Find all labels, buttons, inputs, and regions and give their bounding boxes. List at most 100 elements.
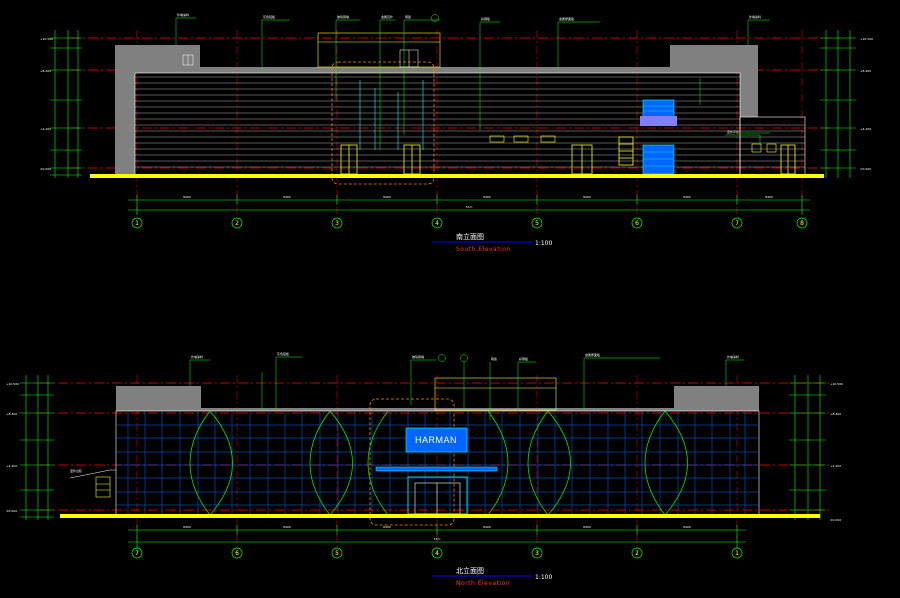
south-ground-line [90,174,824,178]
svg-text:±0.000: ±0.000 [830,518,841,522]
svg-text:+10.500: +10.500 [860,37,873,41]
svg-text:±0.000: ±0.000 [860,167,871,171]
north-entrance [407,476,468,515]
north-axis-label-3: 3 [535,550,539,557]
svg-text:灰色铝板: 灰色铝板 [277,351,289,356]
south-level-tags: +10.500 +8.400 +4.200 ±0.000 +10.500 +8.… [40,37,873,171]
north-building: HARMAN [60,377,820,526]
south-axis-label-1: 1 [135,220,139,227]
north-axis-bubbles [131,547,743,559]
south-small-windows [489,135,777,153]
south-axis-bubbles [131,217,808,229]
north-level-tags: +10.500 +8.400 +4.200 ±0.000 +10.500 +8.… [6,382,843,522]
south-span-5: 8400 [583,195,591,199]
north-scale: 1:100 [535,574,552,581]
north-curtain-columns [127,411,746,515]
svg-text:+8.400: +8.400 [6,412,17,416]
north-axis-labels: 7 6 5 4 3 2 1 [135,550,739,557]
north-logo-text: HARMAN [415,435,457,445]
south-window-lower [642,144,675,175]
south-span-labels: 8400 8400 8400 8400 8400 8400 8400 57m [183,195,773,209]
north-right-dimension [789,375,826,520]
svg-text:金属屋面板: 金属屋面板 [585,352,600,357]
south-subtitle: South Elevation [456,246,511,253]
south-title: 南立面图 [456,232,484,241]
south-doors [340,136,796,175]
svg-text:外墙涂料: 外墙涂料 [727,354,739,359]
svg-text:玻璃幕墙: 玻璃幕墙 [412,354,424,359]
svg-text:+4.200: +4.200 [40,127,51,131]
south-panel-verticals [359,80,424,150]
north-span-5: 8400 [583,525,591,529]
north-canopy [375,466,498,472]
north-title: 北立面图 [456,566,484,575]
south-window-upper [642,99,675,118]
south-axis-label-5: 5 [535,220,539,227]
south-axis-label-7: 7 [735,220,739,227]
svg-text:外墙涂料: 外墙涂料 [191,354,203,359]
svg-text:外墙涂料: 外墙涂料 [749,14,761,19]
south-span-1: 8400 [183,195,191,199]
north-span-1: 8400 [183,525,191,529]
svg-text:+4.200: +4.200 [860,127,871,131]
svg-text:+4.200: +4.200 [830,464,841,468]
north-span-2: 8400 [283,525,291,529]
svg-text:+10.500: +10.500 [40,37,53,41]
north-axis-label-2: 2 [635,550,639,557]
south-axis-labels: 1 2 3 4 5 6 7 8 [135,220,804,227]
south-title-block: 南立面图 South Elevation 1:100 [432,232,552,253]
north-left-dimension [20,375,54,520]
svg-text:玻璃幕墙: 玻璃幕墙 [337,14,349,19]
north-axis-label-4: 4 [435,550,439,557]
south-callout-text: 外墙涂料 灰色铝板 玻璃幕墙 金属百叶 雨篷 彩钢板 金属屋面板 外墙涂料 室外… [177,12,761,134]
north-span-4: 8400 [483,525,491,529]
north-overall-dim: 57m [434,537,441,541]
south-span-4: 8400 [483,195,491,199]
south-left-dimension [50,30,82,178]
south-axis-label-6: 6 [635,220,639,227]
svg-text:+8.400: +8.400 [860,69,871,73]
svg-text:外墙涂料: 外墙涂料 [177,12,189,17]
south-bottom-dimension [128,195,810,215]
north-axis-label-6: 6 [235,550,239,557]
south-span-3: 8400 [383,195,391,199]
south-overall-dim: 57m [466,205,473,209]
svg-text:+8.400: +8.400 [830,412,841,416]
south-callouts [175,14,770,150]
svg-text:+10.500: +10.500 [6,382,19,386]
svg-text:雨篷: 雨篷 [491,356,497,361]
north-span-6: 8400 [683,525,691,529]
svg-text:室外平台: 室外平台 [727,129,739,134]
south-axis-label-8: 8 [800,220,804,227]
north-callout-text: 外墙涂料 灰色铝板 玻璃幕墙 雨篷 彩钢板 金属屋面板 外墙涂料 室外台阶 [70,351,739,473]
svg-text:±0.000: ±0.000 [40,167,51,171]
north-span-labels: 8400 8400 8400 8400 8400 8400 57m [183,525,691,541]
north-span-3: 8400 [383,525,391,529]
north-arc-bands [189,410,688,516]
south-axis-label-3: 3 [335,220,339,227]
south-axis-label-2: 2 [235,220,239,227]
south-building [90,32,824,185]
south-siding-lines [135,76,805,168]
svg-text:±0.000: ±0.000 [6,509,17,513]
svg-text:+8.400: +8.400 [40,69,51,73]
north-subtitle: North Elevation [456,580,510,587]
svg-text:+4.200: +4.200 [6,464,17,468]
svg-text:彩钢板: 彩钢板 [519,356,528,361]
south-purple-band [640,116,677,126]
north-ground-line [60,514,820,518]
south-span-6: 8400 [683,195,691,199]
north-axis-label-7: 7 [135,550,139,557]
south-elevation: +10.500 +8.400 +4.200 ±0.000 +10.500 +8.… [40,12,873,253]
south-axis-lines [136,30,803,215]
north-elevation: +10.500 +8.400 +4.200 ±0.000 +10.500 +8.… [6,351,843,587]
north-bottom-dimension [128,525,746,548]
svg-text:彩钢板: 彩钢板 [481,16,490,21]
south-span-7: 8400 [765,195,773,199]
svg-text:+10.500: +10.500 [830,382,843,386]
south-span-2: 8400 [283,195,291,199]
svg-text:金属屋面板: 金属屋面板 [559,16,574,21]
north-axis-label-1: 1 [735,550,739,557]
north-callouts [189,354,744,420]
